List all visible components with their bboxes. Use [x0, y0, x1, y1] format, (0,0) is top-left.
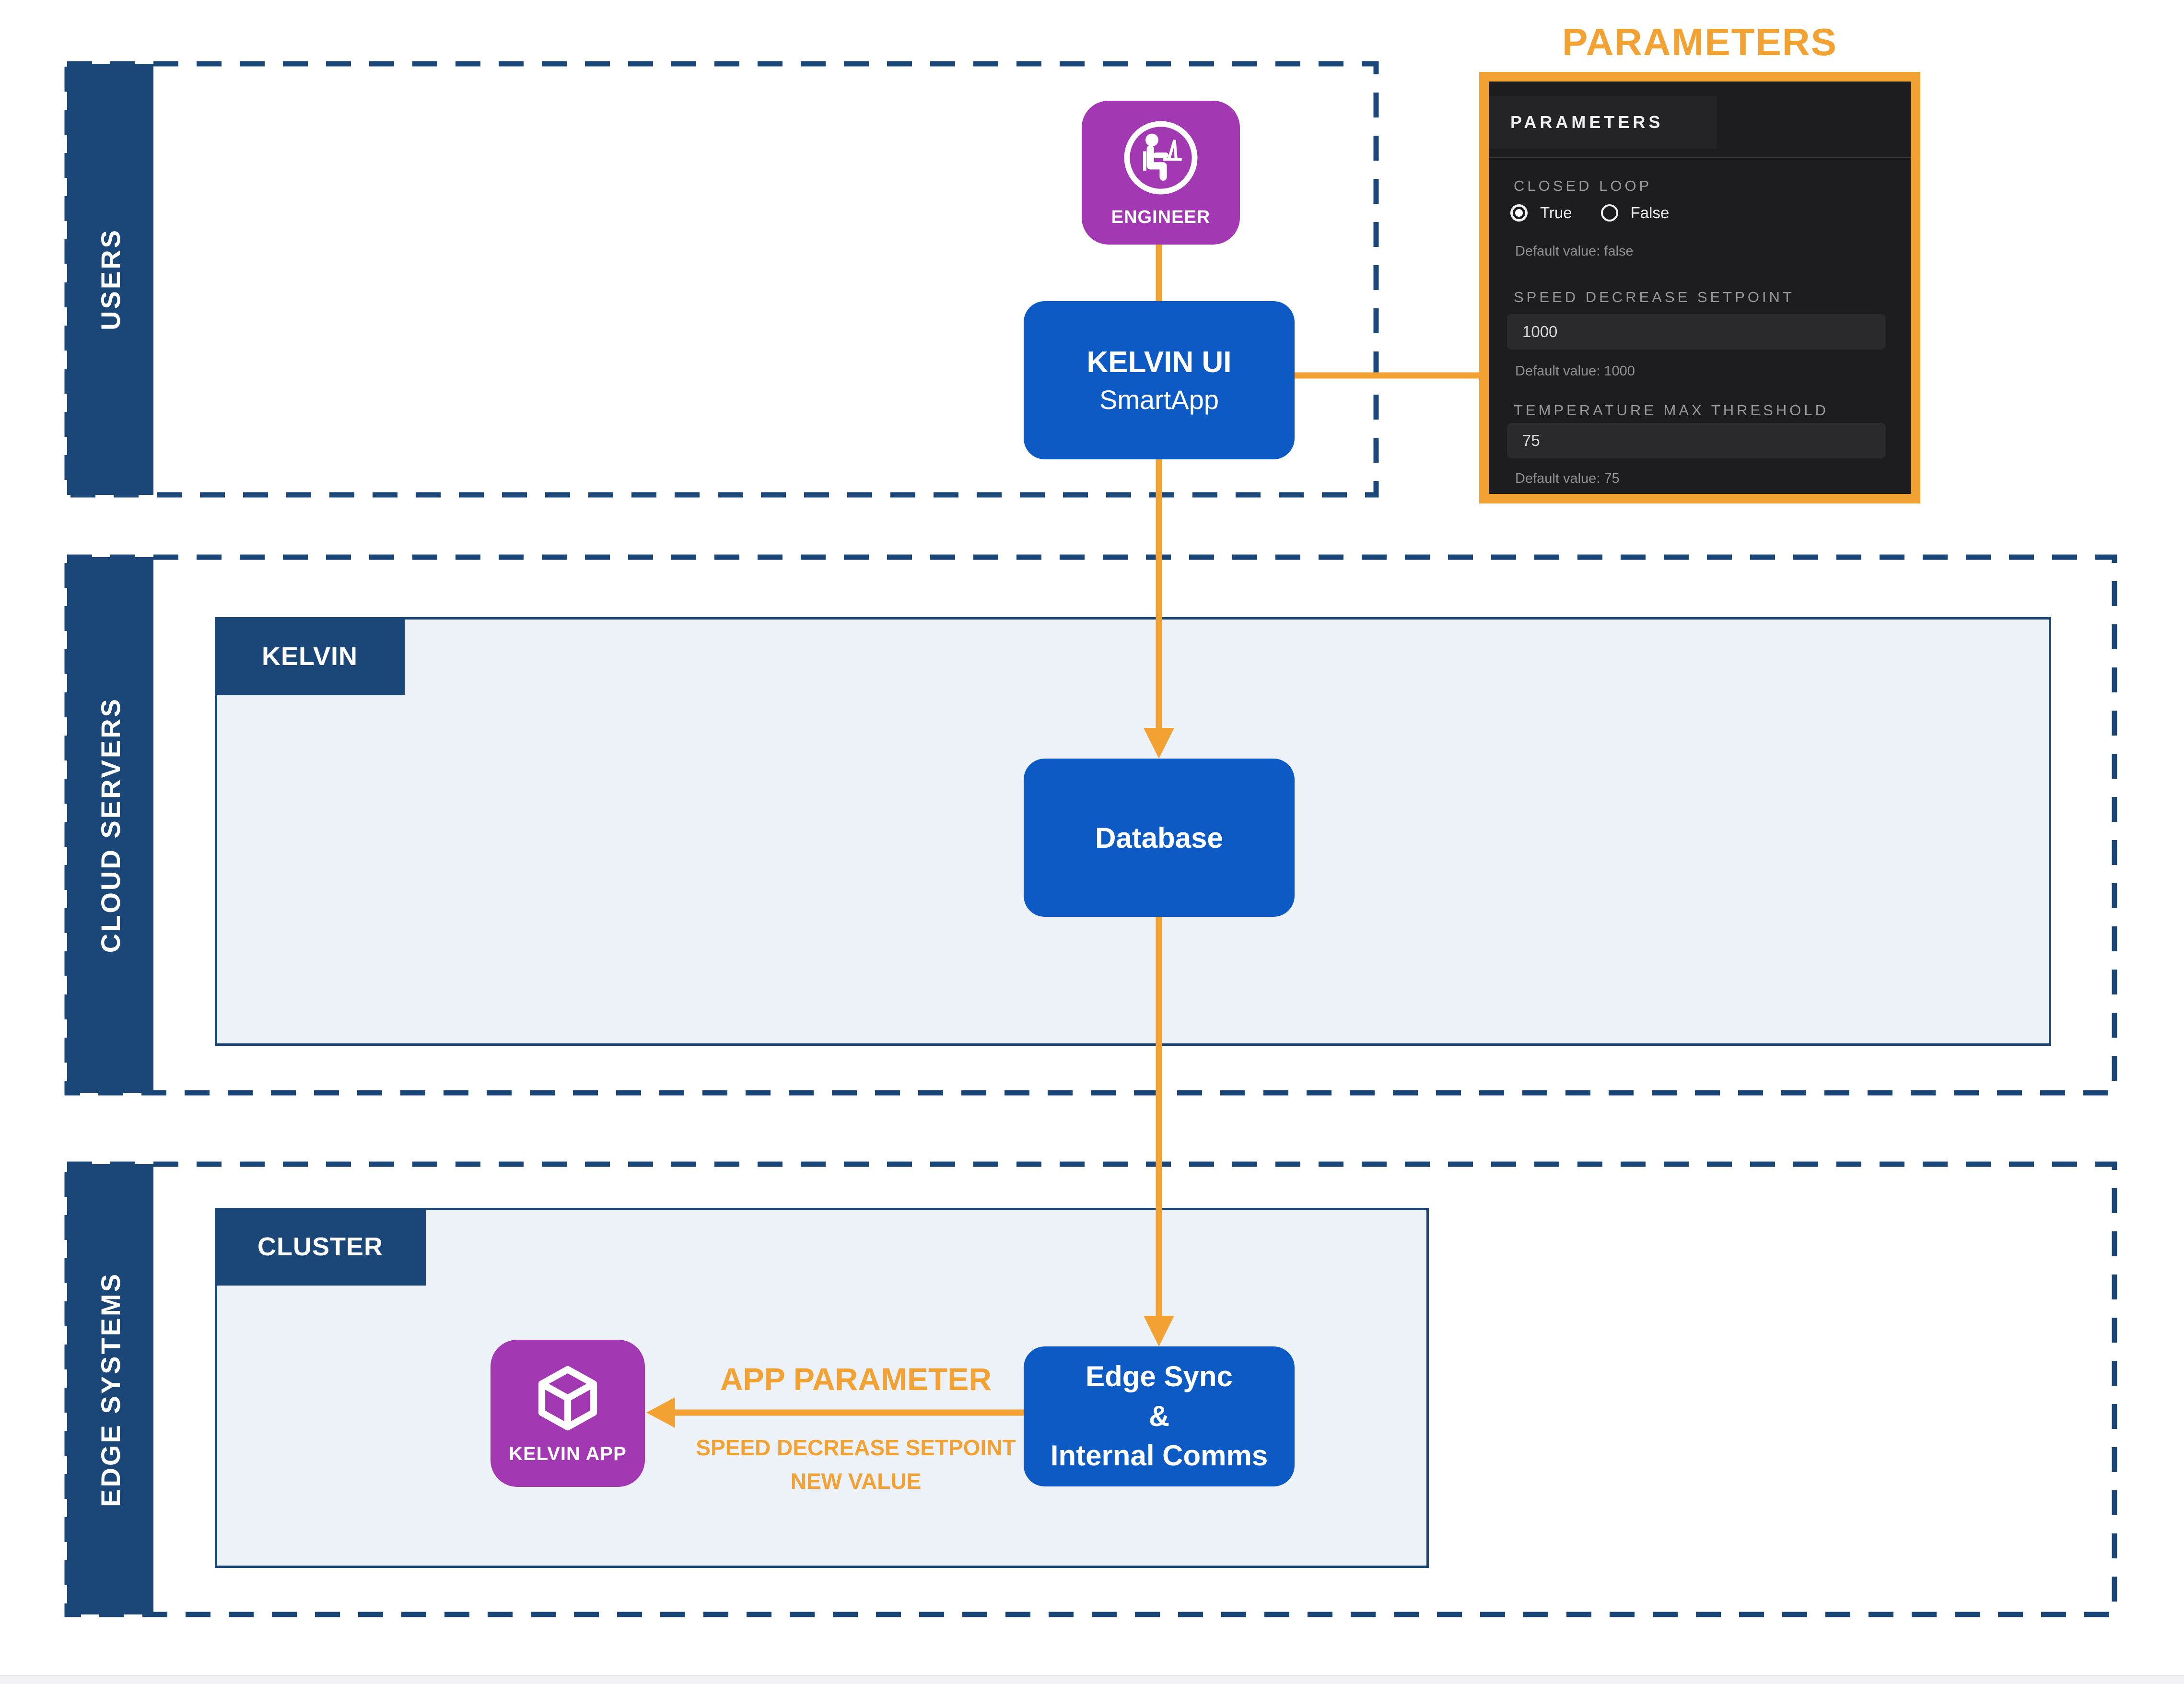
speed-decrease-setpoint-input[interactable] — [1507, 314, 1886, 350]
engineer-node: ENGINEER — [1082, 101, 1240, 245]
band-label-users: USERS — [95, 228, 126, 330]
parameters-panel-header-text: PARAMETERS — [1510, 112, 1664, 132]
band-label-edge-systems: EDGE SYSTEMS — [95, 1272, 126, 1507]
speed-decrease-setpoint-label: SPEED DECREASE SETPOINT — [1514, 289, 1795, 305]
kelvin-ui-node: KELVIN UI SmartApp — [1024, 301, 1295, 459]
temperature-max-threshold-label: TEMPERATURE MAX THRESHOLD — [1514, 402, 1829, 419]
database-node: Database — [1024, 759, 1295, 917]
app-parameter-arrow-sub2: NEW VALUE — [790, 1469, 922, 1494]
kelvin-app-label: KELVIN APP — [509, 1443, 627, 1464]
radio-option-true[interactable]: True — [1510, 204, 1572, 222]
temperature-max-threshold-input[interactable] — [1507, 423, 1886, 458]
band-bar-cloud-servers: CLOUD SERVERS — [67, 557, 153, 1093]
band-bar-users: USERS — [67, 64, 153, 495]
database-label: Database — [1095, 821, 1223, 854]
edge-sync-line-1: Edge Sync — [1086, 1360, 1233, 1392]
speed-decrease-setpoint-default-note: Default value: 1000 — [1515, 363, 1635, 379]
radio-true-selected-icon[interactable] — [1510, 204, 1528, 222]
closed-loop-label: CLOSED LOOP — [1514, 177, 1652, 194]
edge-sync-line-3: Internal Comms — [1050, 1439, 1268, 1472]
engineer-at-desk-icon — [1121, 117, 1201, 200]
app-parameter-arrow-sub1: SPEED DECREASE SETPOINT — [696, 1435, 1016, 1460]
engineer-label: ENGINEER — [1111, 207, 1211, 227]
kelvin-container-label: KELVIN — [261, 642, 358, 671]
closed-loop-radio-group: True False — [1510, 204, 1669, 222]
edge-sync-line-2: & — [1148, 1400, 1170, 1432]
cube-icon — [532, 1362, 604, 1437]
kelvin-app-node: KELVIN APP — [491, 1340, 645, 1487]
temperature-max-threshold-default-note: Default value: 75 — [1515, 471, 1620, 486]
kelvin-container-tab: KELVIN — [215, 617, 405, 695]
radio-option-false[interactable]: False — [1600, 204, 1670, 222]
cluster-container-tab: CLUSTER — [215, 1208, 426, 1286]
radio-true-label[interactable]: True — [1540, 204, 1572, 222]
page-bottom-strip — [0, 1675, 2184, 1684]
parameters-panel-header: PARAMETERS — [1489, 96, 1717, 149]
kelvin-ui-title: KELVIN UI — [1086, 346, 1232, 379]
kelvin-ui-subtitle: SmartApp — [1099, 385, 1219, 415]
edge-sync-node: Edge Sync & Internal Comms — [1024, 1346, 1295, 1486]
radio-false-unselected-icon[interactable] — [1600, 204, 1618, 222]
panel-divider — [1489, 157, 1911, 158]
band-bar-edge-systems: EDGE SYSTEMS — [67, 1164, 153, 1614]
parameters-panel: PARAMETERS CLOSED LOOP True False Defaul… — [1479, 72, 1920, 503]
parameters-panel-title: PARAMETERS — [1562, 21, 1838, 63]
radio-false-label[interactable]: False — [1630, 204, 1670, 222]
closed-loop-default-note: Default value: false — [1515, 244, 1634, 259]
band-label-cloud-servers: CLOUD SERVERS — [95, 697, 126, 953]
users-band-outline — [64, 61, 1379, 498]
app-parameter-arrow-title: APP PARAMETER — [720, 1361, 992, 1397]
cluster-container-label: CLUSTER — [257, 1232, 383, 1261]
